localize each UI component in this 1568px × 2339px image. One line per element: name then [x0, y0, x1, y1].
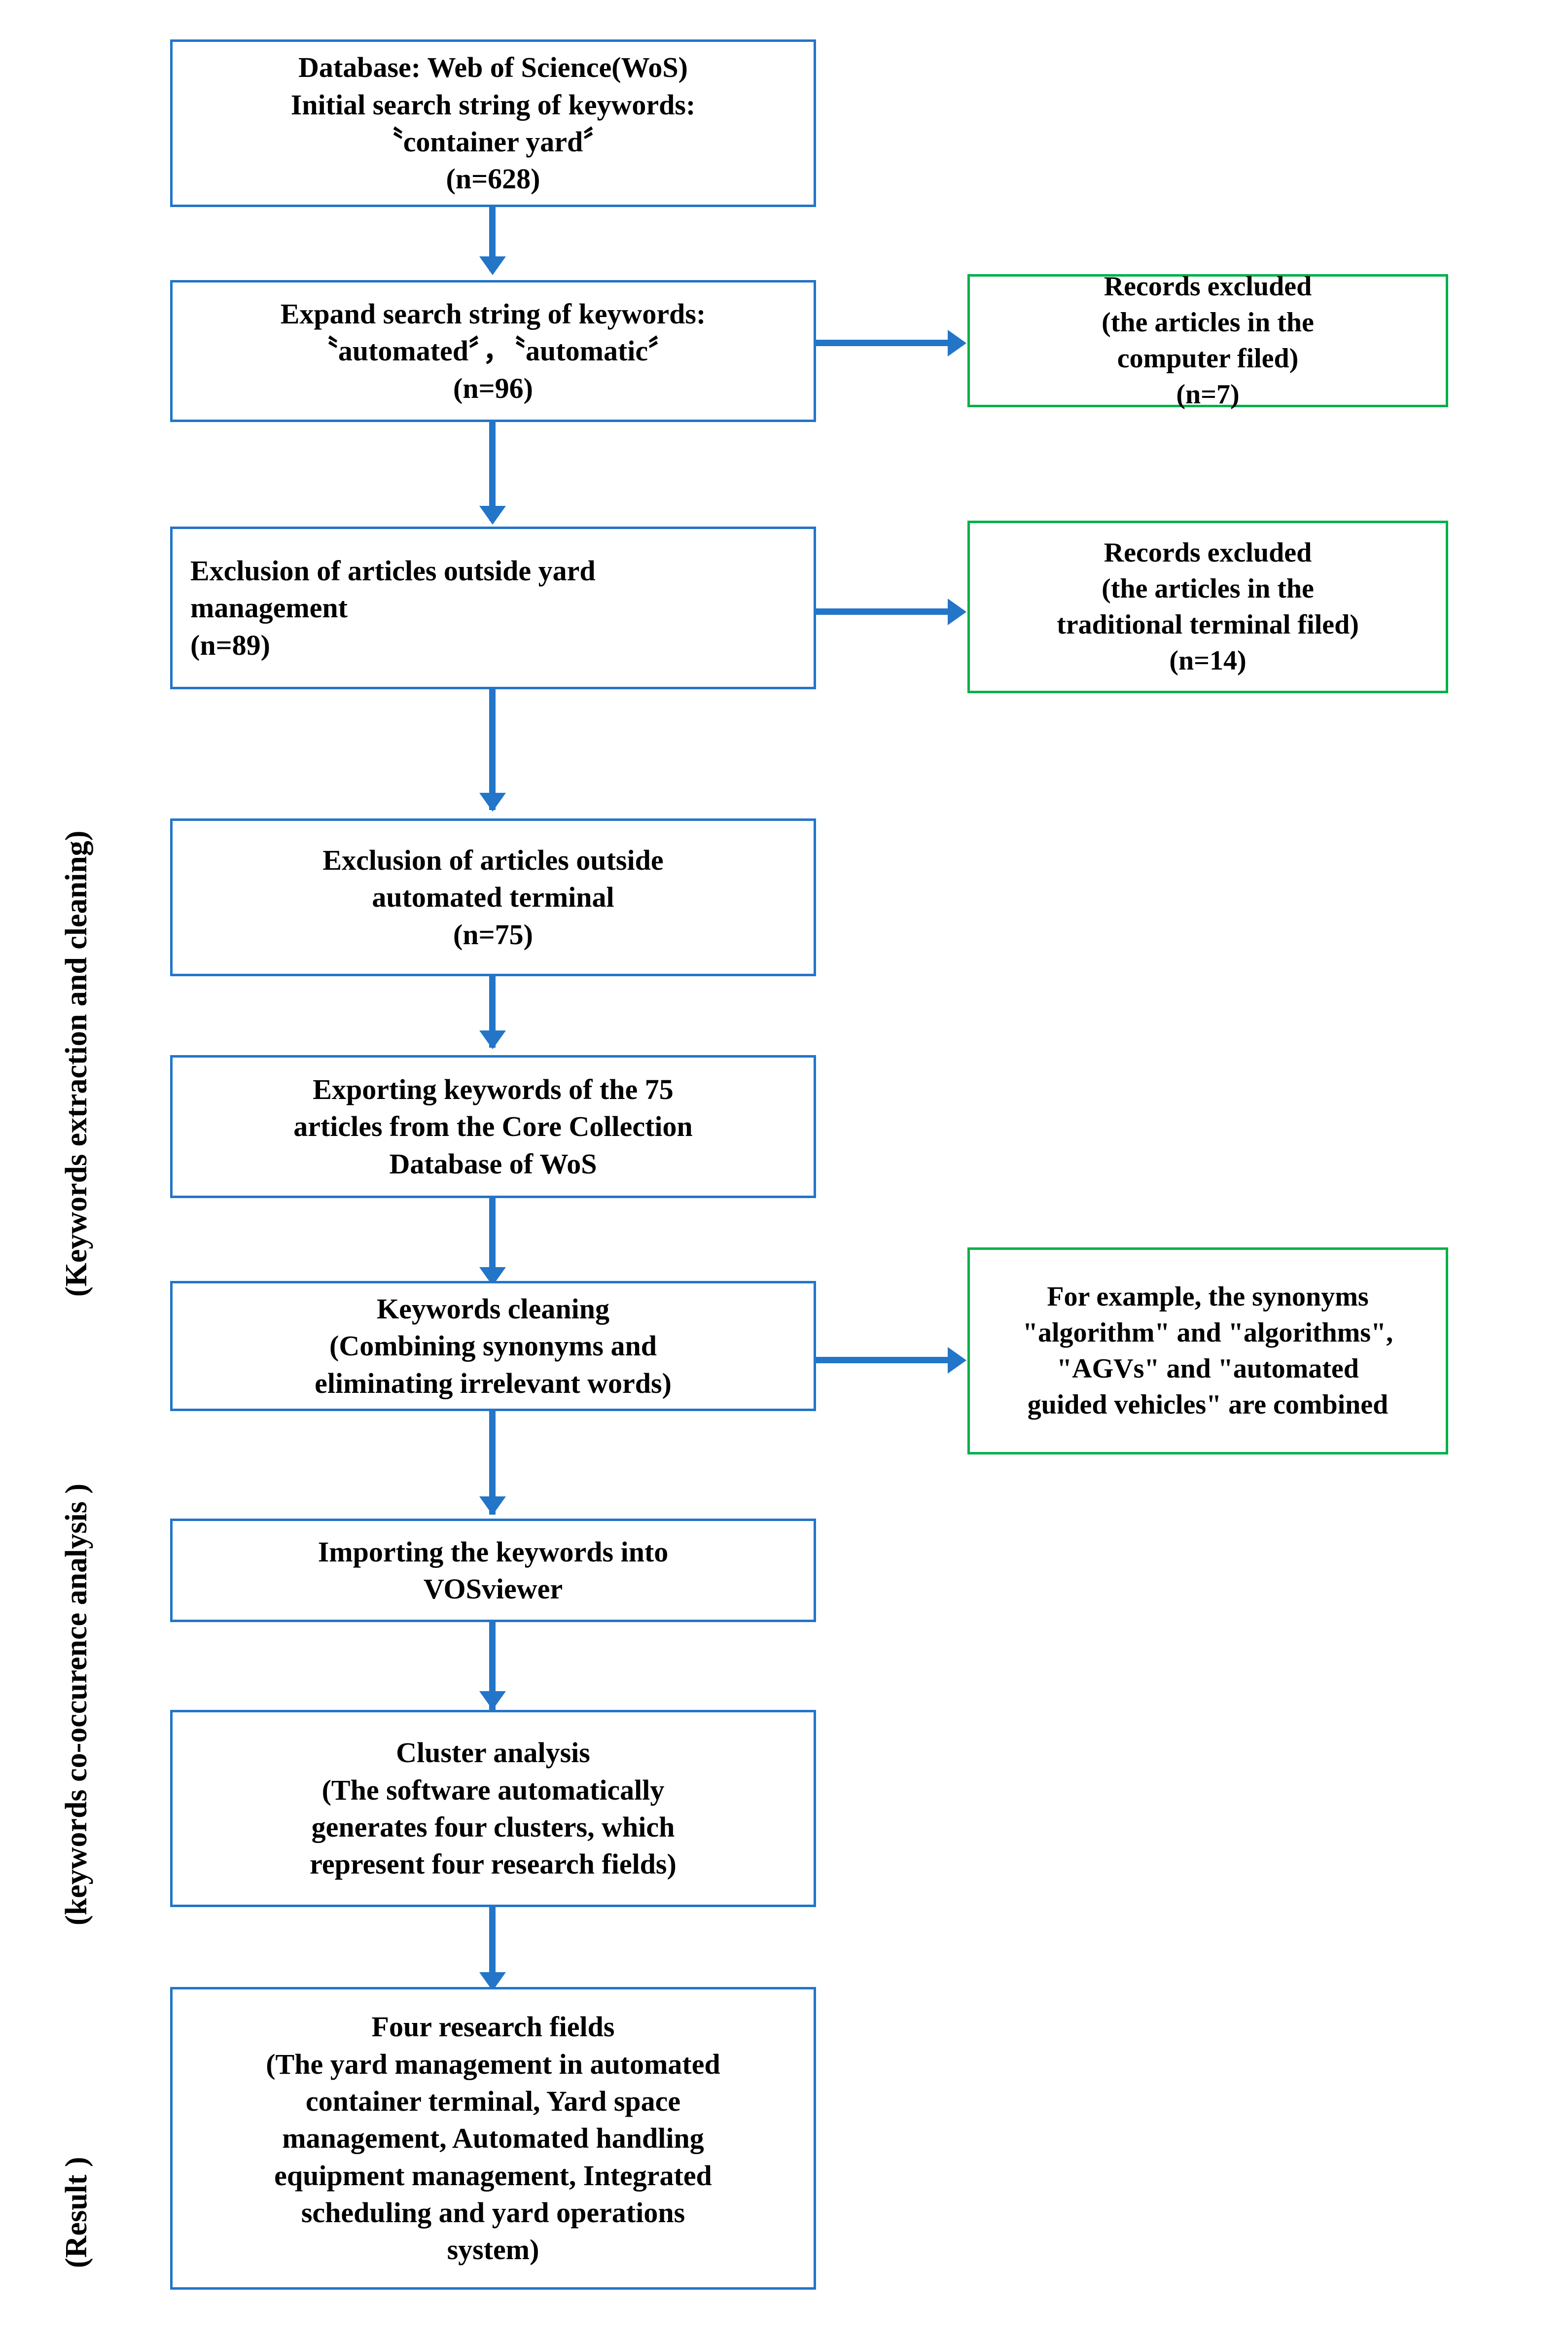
node-cluster-analysis-text: Cluster analysis (The software automatic… [310, 1737, 677, 1880]
node-excluded-computer-text: Records excluded (the articles in the co… [1102, 271, 1314, 410]
node-importing-vosviewer[interactable]: Importing the keywords into VOSviewer [170, 1519, 816, 1622]
arrowhead-cleaning-to-vosviewer [479, 1496, 506, 1515]
node-cluster-analysis[interactable]: Cluster analysis (The software automatic… [170, 1710, 816, 1907]
node-exclusion-yard-management[interactable]: Exclusion of articles outside yard manag… [170, 527, 816, 689]
node-database-source-text: Database: Web of Science(WoS) Initial se… [290, 51, 696, 195]
arrowhead-vosviewer-to-cluster [479, 1691, 506, 1710]
node-exclusion-automated-terminal-text: Exclusion of articles outside automated … [322, 844, 664, 951]
node-exclusion-automated-terminal[interactable]: Exclusion of articles outside automated … [170, 818, 816, 976]
node-exporting-keywords[interactable]: Exporting keywords of the 75 articles fr… [170, 1055, 816, 1198]
node-exporting-keywords-text: Exporting keywords of the 75 articles fr… [293, 1073, 693, 1180]
connector-cluster-to-fields [489, 1907, 496, 1986]
connector-exclusion-to-excluded-traditional [814, 608, 957, 615]
node-keywords-cleaning-text: Keywords cleaning (Combining synonyms an… [315, 1292, 672, 1399]
node-four-research-fields-text: Four research fields (The yard managemen… [266, 2011, 720, 2266]
node-importing-vosviewer-text: Importing the keywords into VOSviewer [318, 1535, 669, 1605]
arrowhead-expand-to-exclusion-yard [479, 506, 506, 525]
stage-label-keywords-extraction: (Keywords extraction and cleaning) [60, 830, 93, 1297]
connector-automated-to-exporting [489, 976, 496, 1048]
connector-cleaning-to-vosviewer [489, 1411, 496, 1515]
connector-expand-to-exclusion-yard [489, 422, 496, 521]
node-excluded-computer[interactable]: Records excluded (the articles in the co… [967, 271, 1448, 410]
node-excluded-traditional-terminal[interactable]: Records excluded (the articles in the tr… [967, 521, 1448, 693]
arrowhead-automated-to-exporting [479, 1030, 506, 1049]
connector-vosviewer-to-cluster [489, 1622, 496, 1711]
connector-exporting-to-cleaning [489, 1198, 496, 1277]
connector-cleaning-to-example [814, 1357, 957, 1363]
arrowhead-exclusion-to-excluded-traditional [948, 599, 966, 625]
stage-label-result: (Result ) [60, 2157, 93, 2268]
stage-label-cooccurrence-analysis: (keywords co-occurence analysis ) [60, 1483, 93, 1925]
node-synonym-example[interactable]: For example, the synonyms "algorithm" an… [967, 1247, 1448, 1454]
connector-database-to-expand [489, 207, 496, 271]
connector-expand-to-excluded-computer [814, 340, 957, 346]
node-excluded-traditional-terminal-text: Records excluded (the articles in the tr… [1057, 537, 1359, 676]
arrowhead-exclusion-yard-to-automated [479, 793, 506, 812]
arrowhead-cleaning-to-example [948, 1347, 966, 1374]
arrowhead-database-to-expand [479, 256, 506, 275]
node-four-research-fields[interactable]: Four research fields (The yard managemen… [170, 1987, 816, 2290]
node-expand-search-text: Expand search string of keywords: 〝autom… [280, 297, 706, 404]
connector-exclusion-yard-to-automated [489, 689, 496, 810]
node-synonym-example-text: For example, the synonyms "algorithm" an… [1022, 1281, 1393, 1420]
arrowhead-expand-to-excluded-computer [948, 330, 966, 356]
node-exclusion-yard-management-text: Exclusion of articles outside yard manag… [190, 554, 596, 661]
node-keywords-cleaning[interactable]: Keywords cleaning (Combining synonyms an… [170, 1281, 816, 1411]
node-expand-search[interactable]: Expand search string of keywords: 〝autom… [170, 280, 816, 422]
node-database-source[interactable]: Database: Web of Science(WoS) Initial se… [170, 39, 816, 207]
